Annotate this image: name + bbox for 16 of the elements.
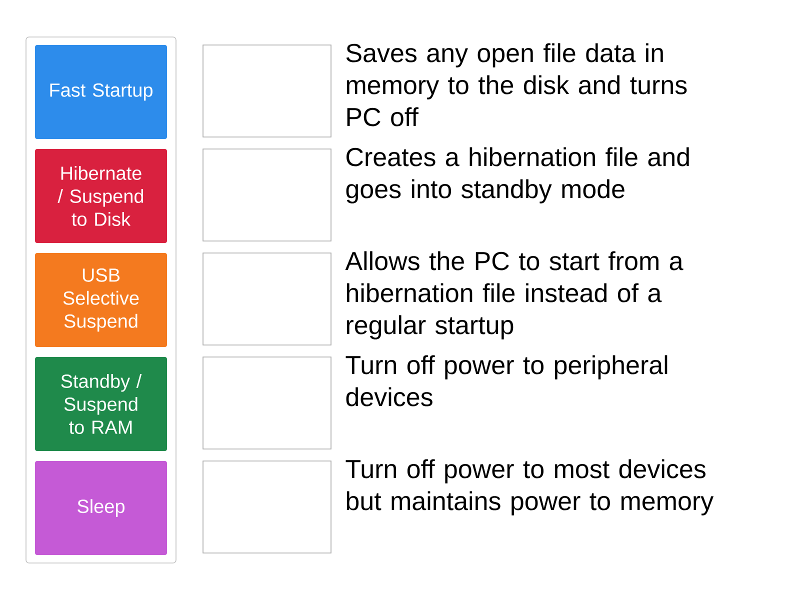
description-text: Allows the PC to start from a hibernation file instead of a regular startup <box>345 251 684 340</box>
answer-box <box>202 460 332 554</box>
term-tile: Hibernate / Suspend to Disk <box>35 149 167 243</box>
term-tile: USB Selective Suspend <box>35 253 167 347</box>
term-tile: Standby / Suspend to RAM <box>35 357 167 451</box>
answer-box <box>202 44 332 138</box>
answer-box <box>202 148 332 242</box>
description-text: Saves any open file data in memory to the disk and turns PC off <box>346 43 687 126</box>
answer-box <box>202 252 332 346</box>
description-text: Creates a hibernation file and goes into standby mode <box>346 147 689 204</box>
tile-panel <box>26 36 176 564</box>
term-tile: Fast Startup <box>35 45 167 139</box>
description-text: Turn off power to most devices but maintains power to memory <box>346 459 714 516</box>
description-text: Turn off power to peripheral devices <box>346 355 668 406</box>
answer-box <box>202 356 332 450</box>
term-tile: Sleep <box>35 461 167 555</box>
